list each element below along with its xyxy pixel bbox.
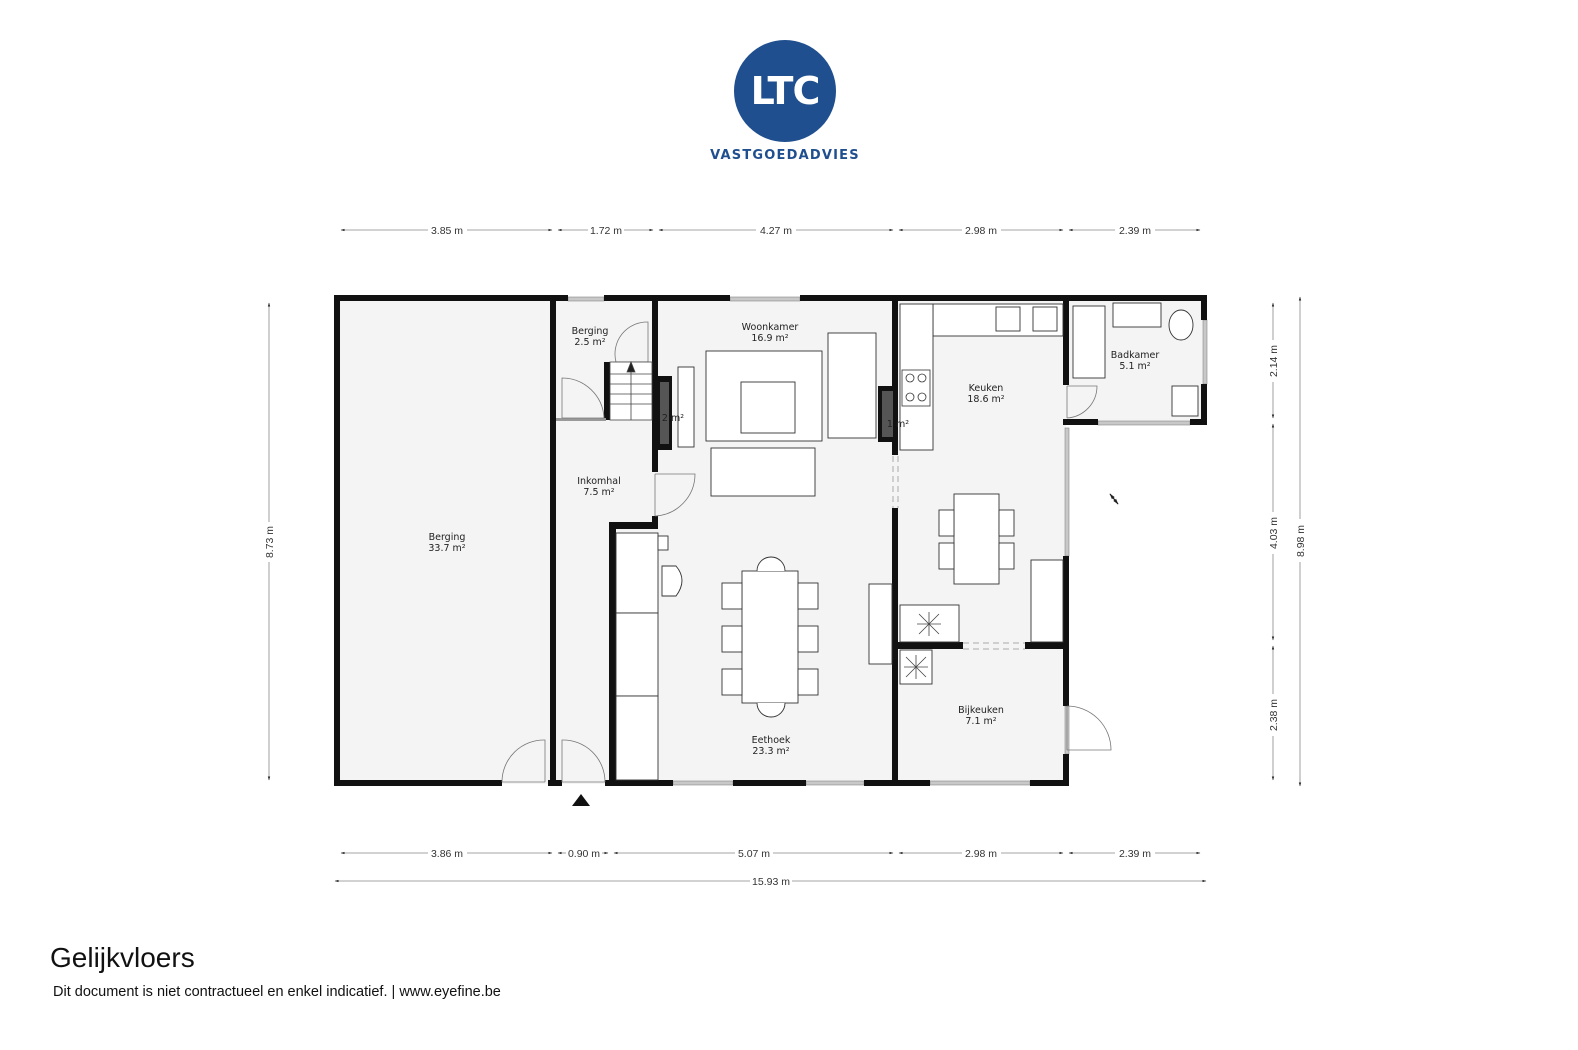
room-inkomhal-area: 7.5 m² bbox=[583, 487, 614, 498]
room-eethoek-name: Eethoek bbox=[752, 735, 791, 746]
entrance-arrow-icon bbox=[572, 794, 590, 806]
floor-title: Gelijkvloers bbox=[50, 942, 195, 973]
room-berging-name: Berging bbox=[429, 532, 466, 543]
dim-bottom-1: 3.86 m bbox=[431, 848, 463, 860]
room-woonkamer-area: 16.9 m² bbox=[751, 333, 788, 344]
room-badkamer-name: Badkamer bbox=[1111, 350, 1160, 361]
chimney-area-2: 1 m² bbox=[887, 419, 909, 430]
logo-text: LTC bbox=[750, 69, 821, 113]
dim-right-1: 2.14 m bbox=[1268, 345, 1280, 377]
room-inkomhal-name: Inkomhal bbox=[577, 476, 621, 487]
dim-right-2: 4.03 m bbox=[1268, 517, 1280, 549]
dim-left-height: 8.73 m bbox=[264, 526, 276, 558]
dim-bottom-3: 5.07 m bbox=[738, 848, 770, 860]
room-berging-small-area: 2.5 m² bbox=[574, 337, 605, 348]
chimney-area-1: 2 m² bbox=[662, 413, 684, 424]
room-woonkamer-name: Woonkamer bbox=[742, 322, 799, 333]
ltc-logo: LTC bbox=[734, 40, 836, 142]
room-keuken-area: 18.6 m² bbox=[967, 394, 1004, 405]
dim-right-total: 8.98 m bbox=[1295, 525, 1307, 557]
dimension-right bbox=[1271, 296, 1302, 787]
dim-right-3: 2.38 m bbox=[1268, 699, 1280, 731]
dim-top-5: 2.39 m bbox=[1119, 225, 1151, 237]
fan-icon bbox=[904, 612, 941, 679]
stove-icon bbox=[901, 369, 931, 407]
dim-total-width: 15.93 m bbox=[752, 876, 790, 888]
dim-bottom-2: 0.90 m bbox=[568, 848, 600, 860]
room-berging-small-name: Berging bbox=[572, 326, 609, 337]
furniture bbox=[615, 302, 1199, 781]
stairs bbox=[609, 360, 653, 421]
room-berging-area: 33.7 m² bbox=[428, 543, 465, 554]
room-bijkeuken-name: Bijkeuken bbox=[958, 705, 1004, 716]
dimension-bottom bbox=[334, 851, 1207, 883]
room-bijkeuken-area: 7.1 m² bbox=[965, 716, 996, 727]
room-keuken-name: Keuken bbox=[969, 383, 1004, 394]
logo-subtitle: VASTGOEDADVIES bbox=[710, 148, 860, 163]
disclaimer: Dit document is niet contractueel en enk… bbox=[53, 984, 501, 1000]
dim-top-2: 1.72 m bbox=[590, 225, 622, 237]
room-eethoek-area: 23.3 m² bbox=[752, 746, 789, 757]
dim-top-3: 4.27 m bbox=[760, 225, 792, 237]
dim-top-4: 2.98 m bbox=[965, 225, 997, 237]
dim-bottom-5: 2.39 m bbox=[1119, 848, 1151, 860]
openings bbox=[892, 456, 1025, 650]
room-labels: Berging 33.7 m² Berging 2.5 m² Inkomhal … bbox=[428, 322, 1159, 757]
north-indicator-icon bbox=[1109, 493, 1119, 505]
room-badkamer-area: 5.1 m² bbox=[1119, 361, 1150, 372]
dim-top-1: 3.85 m bbox=[431, 225, 463, 237]
dim-bottom-4: 2.98 m bbox=[965, 848, 997, 860]
